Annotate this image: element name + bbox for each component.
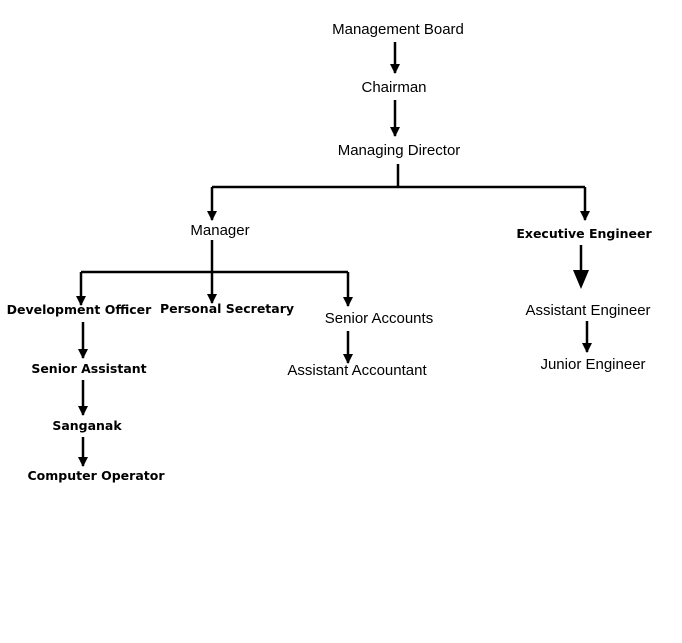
node-personal-secretary: Personal Secretary xyxy=(159,301,295,316)
node-assistant-accountant: Assistant Accountant xyxy=(287,362,427,379)
node-senior-accounts: Senior Accounts xyxy=(324,310,434,327)
node-chairman: Chairman xyxy=(361,79,427,96)
node-junior-engineer: Junior Engineer xyxy=(540,356,646,373)
node-executive-engineer: Executive Engineer xyxy=(516,226,652,241)
arrow-to-assistant-engineer-head xyxy=(573,270,589,289)
node-assistant-engineer: Assistant Engineer xyxy=(525,302,651,319)
node-manager: Manager xyxy=(190,222,250,239)
node-management-board: Management Board xyxy=(332,21,464,38)
node-development-officer: Development Officer xyxy=(6,302,152,317)
node-sanganak: Sanganak xyxy=(52,418,122,433)
node-computer-operator: Computer Operator xyxy=(27,468,165,483)
node-senior-assistant: Senior Assistant xyxy=(31,361,147,376)
node-managing-director: Managing Director xyxy=(337,142,461,159)
